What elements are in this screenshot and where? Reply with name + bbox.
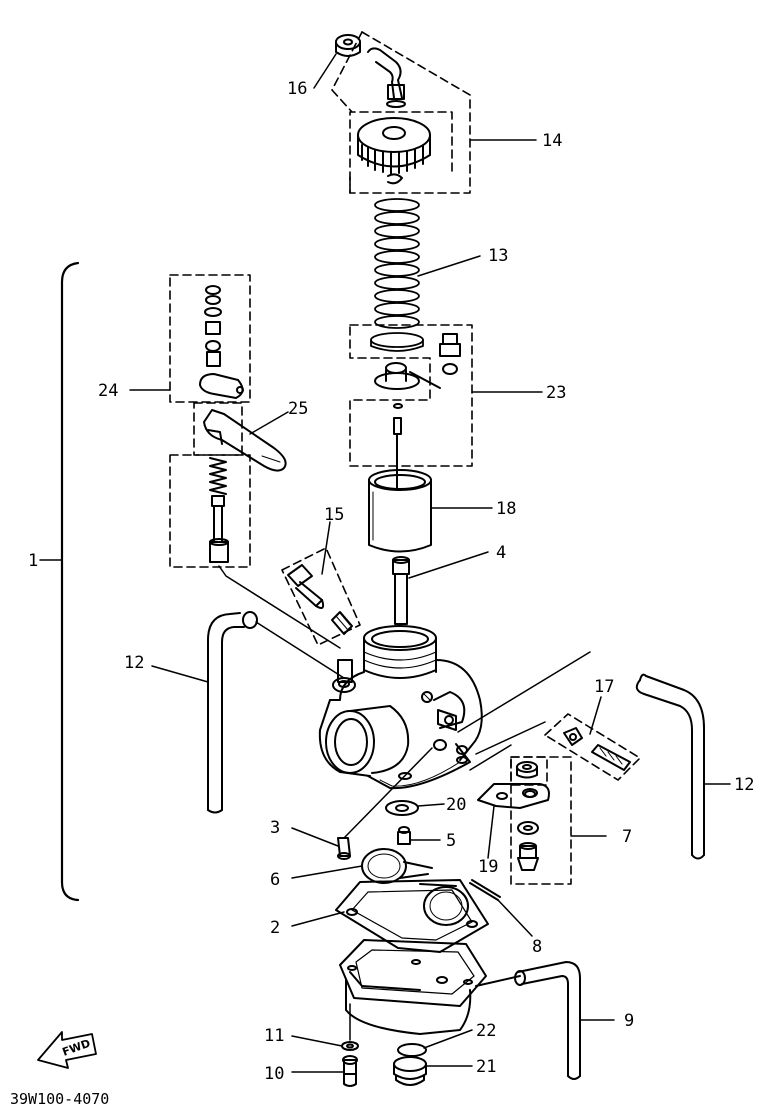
part-12-left-tube (207, 611, 258, 814)
callout-18: 18 (496, 499, 516, 519)
elbow-fitting (367, 47, 406, 108)
callout-12-right: 12 (734, 775, 754, 795)
callout-24: 24 (98, 381, 118, 401)
callout-9: 9 (624, 1011, 634, 1031)
callout-21: 21 (476, 1057, 496, 1077)
callout-5: 5 (446, 831, 456, 851)
part-24-spring-rod (209, 457, 229, 563)
part-2-gasket (335, 879, 489, 953)
callout-12-left: 12 (124, 653, 144, 673)
part-21-plug (393, 1056, 427, 1086)
callout-20: 20 (446, 795, 466, 815)
part-23-needle-set (374, 333, 461, 491)
callout-2: 2 (270, 918, 280, 938)
float-bowl (339, 939, 521, 1035)
part-14-top-cap (357, 117, 431, 185)
callout-14: 14 (542, 131, 562, 151)
part-9-tube (514, 961, 581, 1080)
part-7-components (516, 761, 539, 871)
carburetor-body (318, 625, 483, 790)
fwd-arrow-icon: FWD (37, 1031, 97, 1069)
callout-6: 6 (270, 870, 280, 890)
callout-17: 17 (594, 677, 614, 697)
part-8-pin (469, 879, 501, 901)
part-10-screw (342, 1055, 358, 1087)
diagram-code: 39W100-4070 (10, 1090, 109, 1108)
callout-23: 23 (546, 383, 566, 403)
part-5-jet (397, 826, 411, 845)
part-16-cap (335, 34, 361, 57)
part-19-plate (477, 783, 550, 809)
part-24-cable-adjuster (199, 285, 244, 399)
callout-7: 7 (622, 827, 632, 847)
group-boxes (169, 31, 641, 885)
callout-25: 25 (288, 399, 308, 419)
leader-lines (39, 53, 731, 1073)
callout-4: 4 (496, 543, 506, 563)
assembly-bracket (60, 261, 80, 902)
part-25-lever (203, 409, 287, 472)
callout-15: 15 (324, 505, 344, 525)
part-22-oring (397, 1043, 427, 1057)
callout-labels: 1 2 3 4 5 6 7 8 9 10 11 12 12 13 14 15 1… (28, 79, 754, 1084)
part-11-washer (341, 1041, 359, 1051)
part-20-washer (385, 800, 419, 816)
part-12-right-tube (635, 673, 705, 860)
callout-10: 10 (264, 1064, 284, 1084)
part-6-float (361, 848, 469, 926)
callout-16: 16 (287, 79, 307, 99)
callout-13: 13 (488, 246, 508, 266)
callout-8: 8 (532, 937, 542, 957)
part-18-throttle-valve (368, 469, 432, 553)
part-4-pipe (392, 556, 410, 625)
callout-3: 3 (270, 818, 280, 838)
part-13-spring (370, 198, 424, 352)
callout-22: 22 (476, 1021, 496, 1041)
part-15-air-screw (287, 564, 353, 635)
callout-11: 11 (264, 1026, 284, 1046)
part-17-idle-screw (563, 727, 631, 771)
callout-1: 1 (28, 551, 38, 571)
callout-19: 19 (478, 857, 498, 877)
part-3-screw (337, 837, 351, 860)
